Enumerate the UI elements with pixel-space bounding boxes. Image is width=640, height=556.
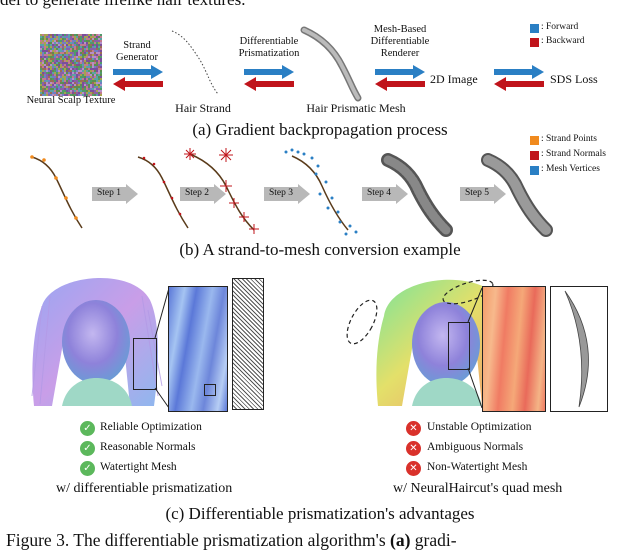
strand-step-3 (284, 148, 358, 236)
step-1-label: Step 1 (97, 188, 122, 198)
left-zoom-box-small (133, 338, 157, 390)
left-zoom-box-tiny (204, 384, 216, 396)
mesh-vertices-swatch (530, 166, 539, 175)
image-2d-label: 2D Image (430, 72, 478, 86)
strand-step-0 (30, 155, 83, 229)
figure-caption-suffix: gradi- (410, 530, 457, 550)
backward-arrow (113, 77, 163, 91)
left-item-1: Reliable Optimization (100, 421, 202, 433)
strand-step-4 (381, 153, 453, 237)
right-zoom-box-small (448, 322, 470, 370)
right-item-3: Non-Watertight Mesh (427, 461, 528, 473)
arrow-pair-3 (375, 65, 425, 91)
sds-loss-label: SDS Loss (550, 72, 598, 86)
panel-a-caption: (a) Gradient backpropagation process (192, 120, 448, 139)
strand-generator-label: Strand Generator (116, 40, 158, 63)
cross-icon: ✕ (406, 441, 421, 456)
figure-caption: Figure 3. The differentiable prismatizat… (6, 530, 457, 551)
strand-step-5 (481, 153, 553, 237)
step-3-label: Step 3 (269, 188, 294, 198)
right-zoom-panel (482, 286, 546, 412)
hair-strand-image (171, 30, 219, 95)
left-zoom-lines (154, 287, 170, 409)
mesh-vertices-label: : Mesh Vertices (541, 164, 600, 174)
figure-caption-bold: (a) (390, 530, 411, 550)
texture-label: Neural Scalp Texture (26, 95, 116, 106)
problem-ellipses (346, 279, 494, 345)
backward-legend-swatch (530, 38, 539, 47)
figure-caption-prefix: Figure 3. The differentiable prismatizat… (6, 530, 391, 550)
left-caption: w/ differentiable prismatization (56, 481, 233, 496)
diff-prism-label: Differentiable Prismatization (238, 36, 300, 59)
hair-mesh-image (300, 26, 362, 102)
left-zoom-panel (168, 286, 228, 412)
left-wire-panel (232, 278, 264, 410)
step-4-label: Step 4 (367, 188, 392, 198)
panel-c-caption: (c) Differentiable prismatization's adva… (165, 504, 475, 523)
step-5-label: Step 5 (465, 188, 490, 198)
scalp-texture-image (40, 34, 102, 96)
right-wire-panel (550, 286, 608, 412)
left-item-3: Watertight Mesh (100, 461, 177, 473)
step-arrows (92, 184, 506, 204)
panel-b-caption: (b) A strand-to-mesh conversion example (179, 240, 461, 259)
step-2-label: Step 2 (185, 188, 210, 198)
mesh-renderer-label: Mesh-Based Differentiable Renderer (370, 24, 430, 59)
strand-step-2 (184, 148, 259, 234)
arrow-pair-2 (244, 65, 294, 91)
right-wire-sliver (564, 290, 589, 408)
cross-icon: ✕ (406, 421, 421, 436)
right-item-2: Ambiguous Normals (427, 441, 524, 453)
forward-legend-label: : Forward (541, 22, 579, 32)
arrow-pair-4 (494, 65, 544, 91)
forward-legend-swatch (530, 24, 539, 33)
left-item-2: Reasonable Normals (100, 441, 196, 453)
header-text: del to generate lifelike hair textures. (0, 0, 245, 10)
right-item-1: Unstable Optimization (427, 421, 532, 433)
strand-points-label: : Strand Points (541, 134, 597, 144)
left-head-render (31, 277, 163, 406)
right-zoom-lines (467, 287, 483, 409)
arrow-pair-1 (113, 65, 163, 91)
check-icon: ✓ (80, 421, 95, 436)
check-icon: ✓ (80, 461, 95, 476)
right-head-render (376, 279, 511, 406)
strand-points-swatch (530, 136, 539, 145)
check-icon: ✓ (80, 441, 95, 456)
hair-mesh-label: Hair Prismatic Mesh (306, 101, 406, 115)
strand-normals-label: : Strand Normals (541, 149, 606, 159)
cross-icon: ✕ (406, 461, 421, 476)
strand-normals-swatch (530, 151, 539, 160)
strand-step-1 (137, 156, 189, 229)
backward-legend-label: : Backward (541, 36, 585, 46)
forward-arrow (113, 65, 163, 79)
right-caption: w/ NeuralHaircut's quad mesh (393, 481, 563, 496)
hair-strand-label: Hair Strand (175, 101, 231, 115)
